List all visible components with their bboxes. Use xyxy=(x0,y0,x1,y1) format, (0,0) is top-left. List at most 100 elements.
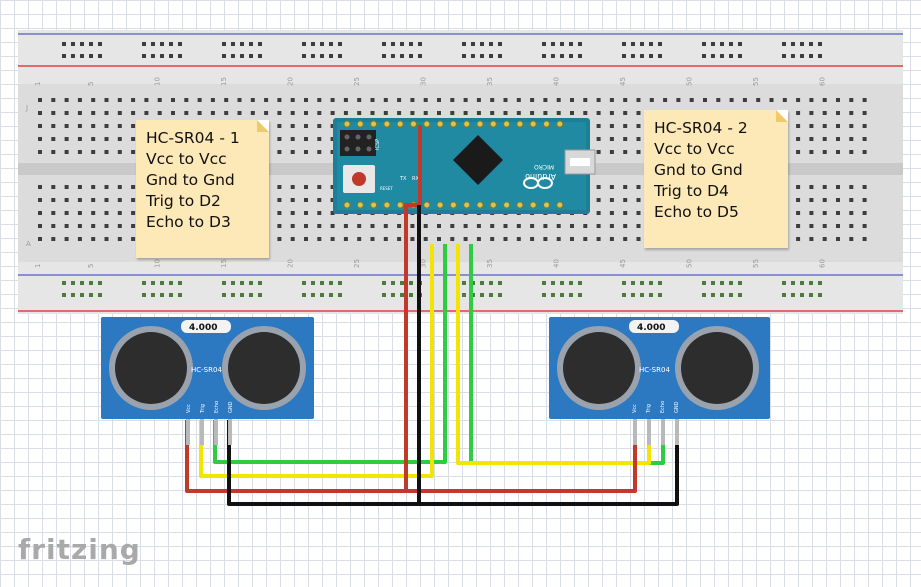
rail-hole xyxy=(249,42,253,46)
breadboard-hole xyxy=(836,111,840,115)
breadboard-hole xyxy=(836,237,840,241)
breadboard-hole xyxy=(423,98,428,102)
breadboard-hole xyxy=(516,224,521,228)
arduino-pin xyxy=(423,120,431,128)
arduino-pin xyxy=(370,201,378,209)
breadboard-hole xyxy=(596,185,601,189)
breadboard-hole xyxy=(38,124,42,128)
breadboard-hole xyxy=(663,98,668,102)
breadboard-hole xyxy=(596,211,601,215)
note-line: HC-SR04 - 1 xyxy=(146,129,240,147)
breadboard-hole xyxy=(131,98,136,102)
breadboard-hole xyxy=(836,150,840,154)
breadboard-hole xyxy=(490,224,495,228)
breadboard-hole xyxy=(117,98,122,102)
breadboard-hole xyxy=(38,98,42,102)
sensor-pin xyxy=(675,419,679,445)
rail-hole xyxy=(782,42,786,46)
breadboard-hole xyxy=(330,237,335,241)
arduino-pin xyxy=(343,120,351,128)
wire-sensor1-gnd[interactable] xyxy=(227,205,421,506)
wire-sensor1-trig[interactable] xyxy=(199,244,434,478)
rail-hole xyxy=(569,281,573,285)
sensor-pin xyxy=(200,419,204,445)
reset-button-cap[interactable] xyxy=(352,172,366,186)
breadboard-hole xyxy=(450,111,455,115)
breadboard-hole xyxy=(596,111,601,115)
breadboard-hole xyxy=(410,98,415,102)
pin-label-echo: Echo xyxy=(214,401,220,413)
rail-hole xyxy=(311,281,315,285)
breadboard-hole xyxy=(862,150,867,154)
arduino-micro: ICSP TX RX RESET Arduino MICRO xyxy=(333,118,596,214)
rail-hole xyxy=(71,54,75,58)
column-number: 45 xyxy=(619,259,627,268)
breadboard-hole xyxy=(77,198,82,202)
breadboard-hole xyxy=(862,198,867,202)
breadboard-hole xyxy=(51,150,56,154)
note-line: Vcc to Vcc xyxy=(146,150,227,168)
breadboard-hole xyxy=(210,98,215,102)
breadboard-hole xyxy=(796,198,801,202)
rail-hole xyxy=(640,42,644,46)
wire-sensor1-vcc[interactable] xyxy=(185,125,422,493)
rail-hole xyxy=(791,42,795,46)
rail-hole xyxy=(400,293,404,297)
breadboard-hole xyxy=(822,198,827,202)
rail-hole xyxy=(720,281,724,285)
breadboard-hole xyxy=(131,124,136,128)
rail-hole xyxy=(809,42,813,46)
breadboard-hole xyxy=(184,111,189,115)
breadboard-hole xyxy=(809,185,814,189)
column-number: 50 xyxy=(686,259,694,268)
breadboard-hole xyxy=(623,237,628,241)
breadboard-hole xyxy=(77,111,82,115)
breadboard-hole xyxy=(782,98,787,102)
wire-sensor2-gnd[interactable] xyxy=(419,420,679,506)
breadboard-hole xyxy=(64,237,69,241)
breadboard-hole xyxy=(330,224,335,228)
breadboard-hole xyxy=(330,124,335,128)
rail-hole xyxy=(338,293,342,297)
breadboard-hole xyxy=(609,137,614,141)
rail-hole xyxy=(498,293,502,297)
icsp-header xyxy=(340,130,376,156)
rail-hole xyxy=(782,54,786,58)
breadboard-hole xyxy=(809,111,814,115)
breadboard-hole xyxy=(530,224,535,228)
rail-hole xyxy=(649,281,653,285)
breadboard-hole xyxy=(91,98,96,102)
breadboard-hole xyxy=(822,111,827,115)
breadboard-hole xyxy=(91,198,96,202)
rail-hole xyxy=(498,54,502,58)
rail-hole xyxy=(542,54,546,58)
breadboard-hole xyxy=(543,111,548,115)
rail-hole xyxy=(649,293,653,297)
breadboard-hole xyxy=(636,224,641,228)
breadboard-hole xyxy=(862,111,867,115)
breadboard-hole xyxy=(596,137,601,141)
breadboard-hole xyxy=(237,98,242,102)
breadboard-hole xyxy=(264,111,269,115)
column-number: 40 xyxy=(553,259,561,268)
column-number: 50 xyxy=(686,77,694,86)
breadboard-hole xyxy=(277,124,282,128)
rail-hole xyxy=(578,293,582,297)
breadboard-hole xyxy=(317,137,322,141)
breadboard-hole xyxy=(91,185,96,189)
sensor-pin xyxy=(647,419,651,445)
rail-hole xyxy=(151,293,155,297)
rail-hole xyxy=(711,293,715,297)
column-number: 20 xyxy=(287,77,295,86)
rail-hole xyxy=(89,293,93,297)
column-number: 25 xyxy=(353,259,361,268)
rail-hole xyxy=(62,293,66,297)
crystal-oscillator xyxy=(629,320,679,333)
breadboard-hole xyxy=(104,185,109,189)
wire-sensor2-vcc[interactable] xyxy=(406,420,637,493)
breadboard-hole xyxy=(862,224,867,228)
rail-hole xyxy=(160,54,164,58)
arduino-model: MICRO xyxy=(534,163,554,170)
rail-hole xyxy=(631,293,635,297)
arduino-pin xyxy=(489,120,497,128)
